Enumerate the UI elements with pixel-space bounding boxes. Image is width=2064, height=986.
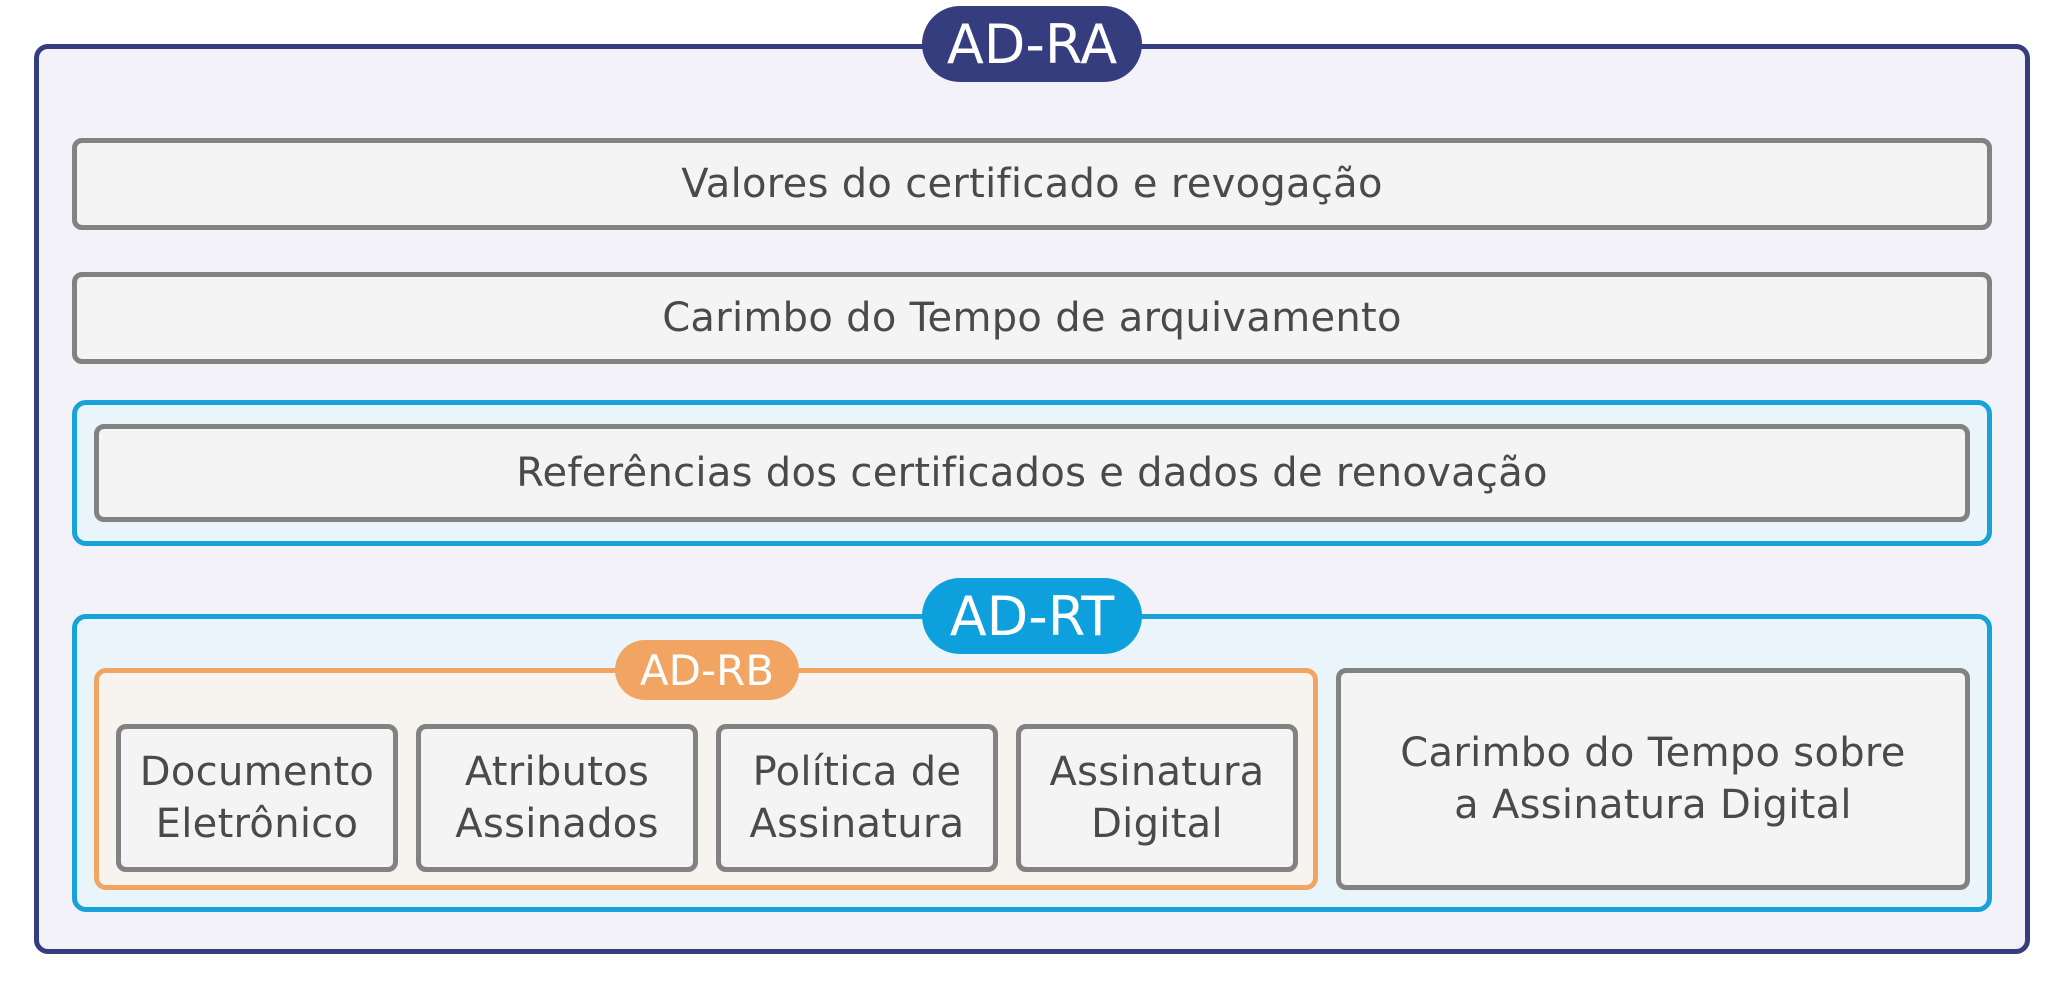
ad-rb-label: AD-RB [639, 645, 775, 695]
rb-item-signed-attributes: Atributos Assinados [416, 724, 698, 872]
ad-ra-label: AD-RA [946, 12, 1118, 76]
certificate-references-label: Referências dos certificados e dados de … [516, 450, 1548, 496]
ad-rb-badge: AD-RB [615, 640, 799, 700]
rb-item-label: Assinatura Digital [1049, 749, 1265, 847]
rb-item-signature-policy: Política de Assinatura [716, 724, 998, 872]
rb-item-label: Política de Assinatura [749, 749, 965, 847]
ad-ra-badge: AD-RA [922, 6, 1142, 82]
signature-timestamp-box: Carimbo do Tempo sobre a Assinatura Digi… [1336, 668, 1970, 890]
certificate-values-box: Valores do certificado e revogação [72, 138, 1992, 230]
rb-item-digital-signature: Assinatura Digital [1016, 724, 1298, 872]
certificate-references-box: Referências dos certificados e dados de … [94, 424, 1970, 522]
ad-rt-badge: AD-RT [922, 578, 1142, 654]
certificate-values-label: Valores do certificado e revogação [681, 161, 1383, 207]
rb-item-label: Documento Eletrônico [139, 749, 375, 847]
signature-timestamp-label: Carimbo do Tempo sobre a Assinatura Digi… [1400, 730, 1906, 828]
ad-rt-label: AD-RT [949, 584, 1115, 648]
archive-timestamp-label: Carimbo do Tempo de arquivamento [662, 295, 1402, 341]
rb-item-label: Atributos Assinados [455, 749, 659, 847]
rb-item-electronic-document: Documento Eletrônico [116, 724, 398, 872]
archive-timestamp-box: Carimbo do Tempo de arquivamento [72, 272, 1992, 364]
